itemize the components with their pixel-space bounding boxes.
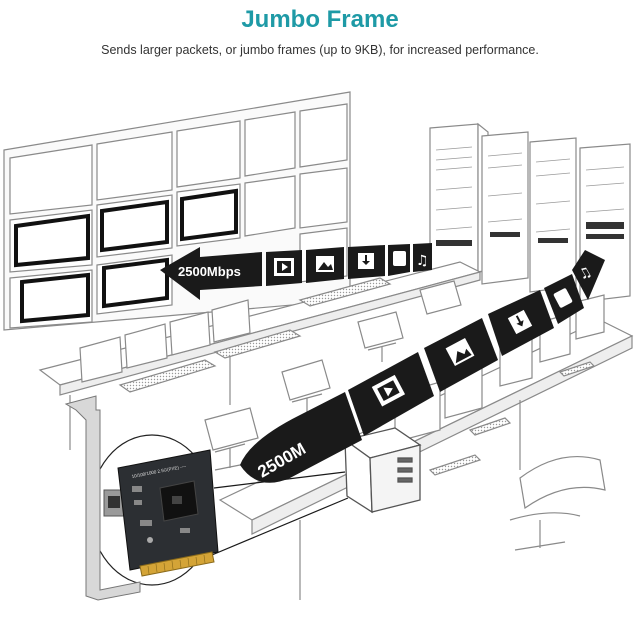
video-frame-icon	[274, 258, 294, 276]
page-title: Jumbo Frame	[241, 6, 399, 33]
image-icon	[445, 338, 475, 366]
download-icon	[507, 309, 533, 335]
monitor-icon	[393, 251, 406, 266]
monitor-icon	[553, 288, 573, 308]
office-chairs	[204, 280, 606, 551]
video-wall	[3, 91, 351, 331]
download-icon	[358, 253, 374, 269]
page-subtitle: Sends larger packets, or jumbo frames (u…	[101, 43, 539, 57]
pc-tower-icon	[343, 427, 422, 514]
network-card-icon: 10/100/1000 2.5G(PXE) ----	[64, 395, 219, 601]
svg-text:♫: ♫	[416, 253, 429, 269]
lower-data-arrow: 2500M ♫	[240, 250, 605, 483]
upper-arrow-label: 2500Mbps	[178, 264, 241, 279]
back-desk	[38, 261, 482, 450]
video-frame-icon	[371, 374, 406, 407]
image-icon	[316, 256, 334, 272]
music-note-icon: ♫	[416, 253, 429, 269]
upper-data-arrow: 2500Mbps ♫	[160, 243, 432, 300]
